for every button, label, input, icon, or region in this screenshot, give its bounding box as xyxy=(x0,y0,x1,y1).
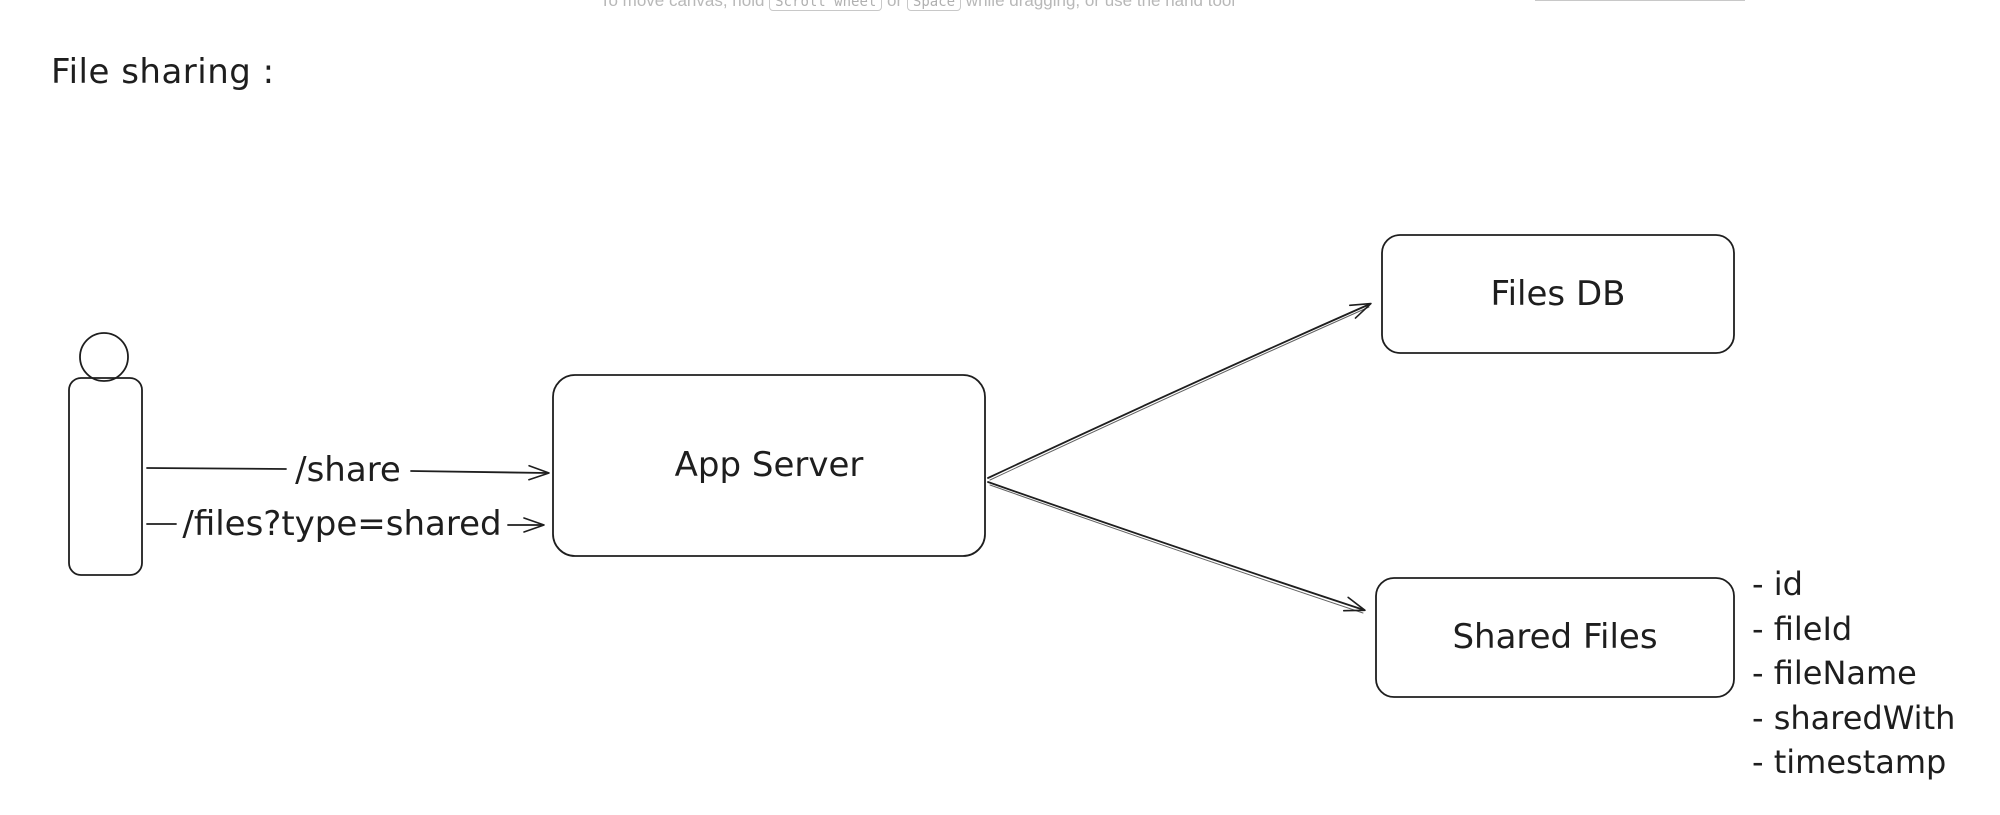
hint-key-space: Space xyxy=(906,0,962,11)
files-db-node[interactable]: Files DB xyxy=(1381,234,1735,354)
server-to-files-db-edge[interactable] xyxy=(987,302,1372,481)
attribute-item: - sharedWith xyxy=(1752,698,1956,737)
attribute-item: - timestamp xyxy=(1752,743,1947,781)
shared-files-box xyxy=(1375,577,1735,698)
server-to-shared-files-edge[interactable] xyxy=(987,481,1366,614)
shared-files-label: Shared Files xyxy=(1452,617,1657,657)
share-edge-line-left xyxy=(146,467,287,470)
user-actor[interactable] xyxy=(68,332,143,576)
hint-suffix: while dragging, or use the hand tool xyxy=(965,0,1236,10)
hint-middle: or xyxy=(887,0,903,10)
share-edge-line-right xyxy=(410,464,550,481)
attribute-item: - fileName xyxy=(1752,654,1917,692)
files-db-label: Files DB xyxy=(1491,274,1626,314)
shared-files-node[interactable]: Shared Files xyxy=(1375,577,1735,698)
files-db-box xyxy=(1381,234,1735,354)
actor-head xyxy=(79,332,129,382)
files-shared-edge-label: /files?type=shared xyxy=(182,504,501,544)
files-shared-edge[interactable]: /files?type=shared xyxy=(146,504,545,544)
server-to-shared-files-line xyxy=(987,481,1366,612)
attribute-item: - fileId xyxy=(1752,609,1853,648)
actor-body xyxy=(68,377,143,576)
diagram-title[interactable]: File sharing : xyxy=(51,52,275,92)
server-to-files-db-line xyxy=(987,302,1372,479)
shared-files-attributes[interactable]: - id - fileId - fileName - sharedWith - … xyxy=(1752,562,1955,785)
canvas-hint: To move canvas, hold Scroll wheel or Spa… xyxy=(600,0,1235,11)
app-server-label: App Server xyxy=(675,445,864,485)
hint-prefix: To move canvas, hold xyxy=(600,0,765,10)
app-server-box xyxy=(552,374,986,557)
server-to-shared-files-line-sketch xyxy=(989,484,1364,614)
server-to-files-db-line-sketch xyxy=(989,306,1370,481)
toolbar-edge xyxy=(1535,0,1745,1)
attribute-item: - id xyxy=(1752,565,1803,603)
app-server-node[interactable]: App Server xyxy=(552,374,986,557)
share-edge[interactable]: /share xyxy=(146,450,550,490)
share-edge-label: /share xyxy=(295,450,401,490)
hint-key-scroll-wheel: Scroll wheel xyxy=(769,0,883,11)
